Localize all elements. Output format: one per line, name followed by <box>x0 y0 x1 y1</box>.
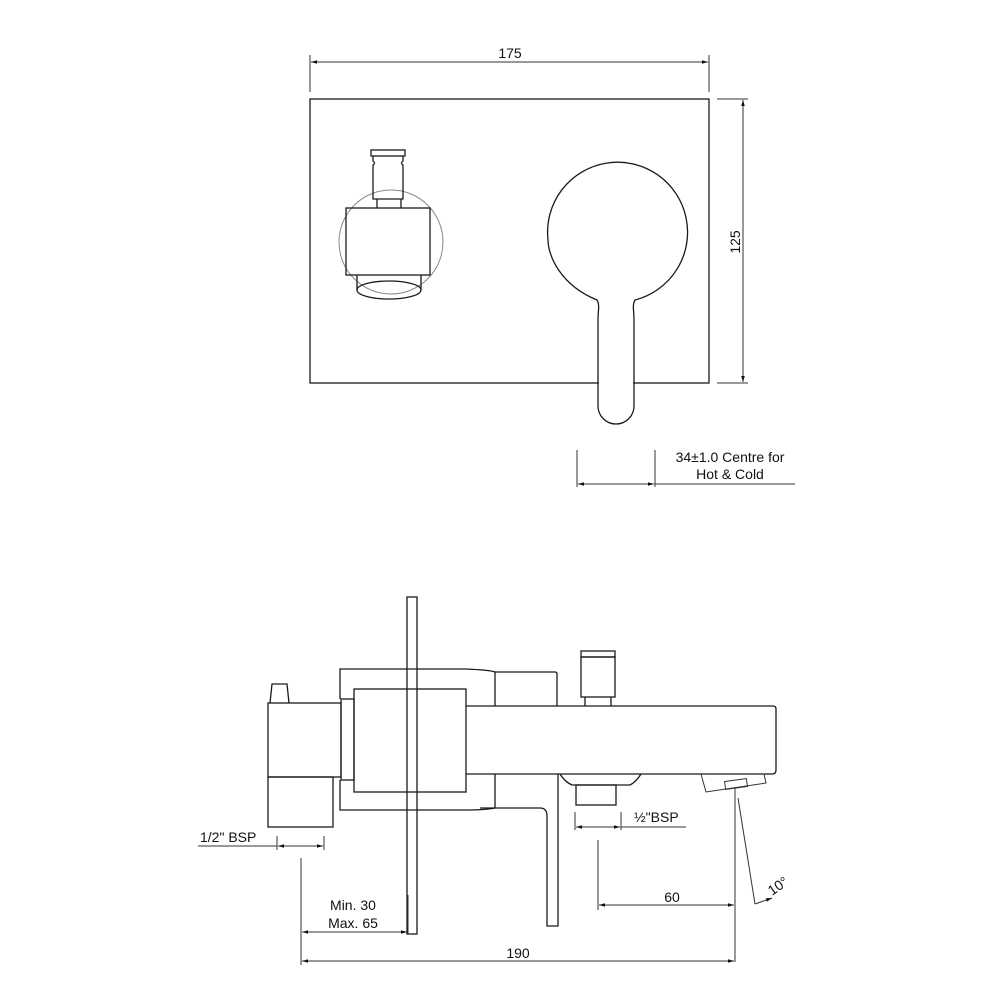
right-bsp-dimension: ½"BSP <box>574 809 686 830</box>
cover-plate <box>309 98 710 384</box>
centre-note-line2: Hot & Cold <box>696 466 764 482</box>
angle-label: 10° <box>765 873 792 898</box>
left-bsp-dimension: 1/2" BSP <box>198 829 325 850</box>
right-bsp-label: ½"BSP <box>634 809 679 825</box>
centre-dimension: 34±1.0 Centre for Hot & Cold <box>576 449 795 487</box>
spout-offset-label: 60 <box>664 889 680 905</box>
centre-note-line1: 34±1.0 Centre for <box>676 449 785 465</box>
mixer-lever <box>546 161 689 425</box>
angle-dimension: 10° <box>737 797 792 905</box>
height-dimension: 125 <box>717 98 748 384</box>
left-bsp-label: 1/2" BSP <box>200 829 256 845</box>
width-label: 175 <box>498 45 522 61</box>
spout-offset-dimension: 60 <box>597 788 736 962</box>
overall-length-dimension: 190 <box>302 945 734 963</box>
front-view: 175 125 <box>309 45 795 487</box>
wall-depth-max: Max. 65 <box>328 915 378 931</box>
overall-length-label: 190 <box>506 945 530 961</box>
height-label: 125 <box>727 230 743 254</box>
side-view: 1/2" BSP ½"BSP Min. 30 Max. 65 60 <box>198 596 792 965</box>
width-dimension: 175 <box>309 45 710 92</box>
wall-depth-dimension: Min. 30 Max. 65 <box>300 858 409 965</box>
diverter-knob <box>338 149 444 300</box>
wall-depth-min: Min. 30 <box>330 897 376 913</box>
